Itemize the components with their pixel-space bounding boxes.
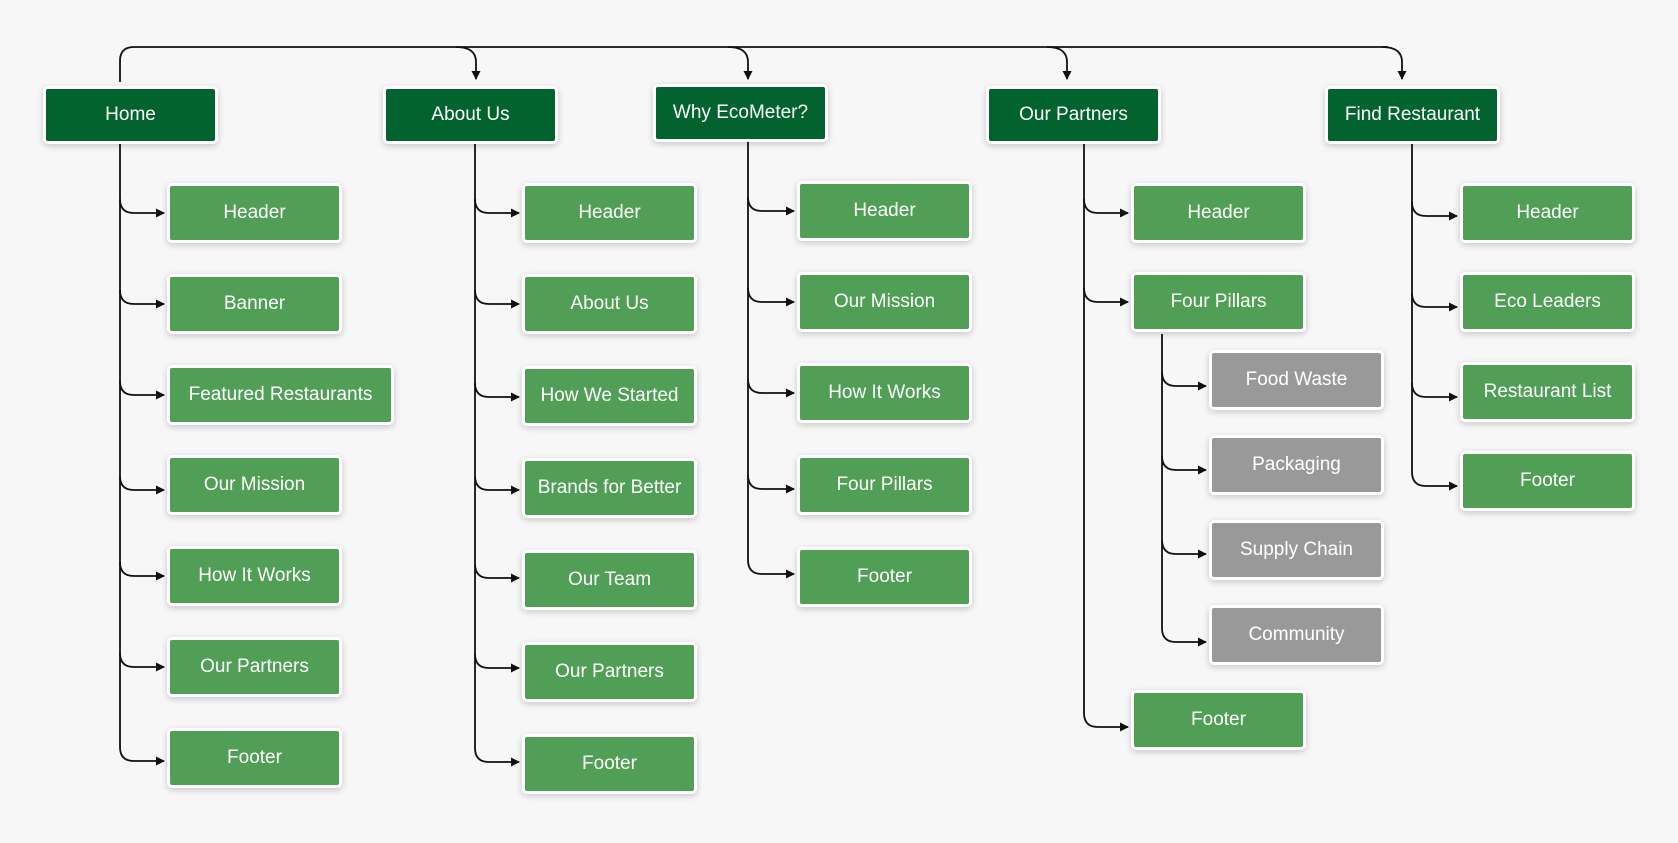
- why-branch-1: [747, 287, 795, 307]
- why-section-footer[interactable]: Footer: [797, 547, 972, 607]
- page-find-restaurant[interactable]: Find Restaurant: [1325, 86, 1500, 144]
- why-branch-0: [747, 196, 795, 216]
- pillar-food-waste[interactable]: Food Waste: [1209, 350, 1384, 410]
- top-drop-2: [1046, 46, 1072, 80]
- about-branch-3: [474, 475, 520, 495]
- why-section-header[interactable]: Header: [797, 181, 972, 241]
- about-branch-6: [474, 747, 520, 767]
- find-branch-3: [1411, 471, 1458, 491]
- find-branch-0: [1411, 201, 1458, 221]
- partners-section-header[interactable]: Header: [1131, 183, 1306, 243]
- find-section-footer[interactable]: Footer: [1460, 451, 1635, 511]
- home-section-header[interactable]: Header: [167, 183, 342, 243]
- page-about-us[interactable]: About Us: [383, 86, 558, 144]
- why-section-our-mission[interactable]: Our Mission: [797, 272, 972, 332]
- why-branch-4: [747, 559, 795, 579]
- find-branch-2: [1411, 382, 1458, 402]
- top-drop-1: [727, 46, 753, 80]
- pillar-supply-chain[interactable]: Supply Chain: [1209, 520, 1384, 580]
- page-our-partners[interactable]: Our Partners: [986, 86, 1161, 144]
- about-branch-1: [474, 289, 520, 309]
- about-section-header[interactable]: Header: [522, 183, 697, 243]
- home-branch-1: [119, 289, 165, 309]
- home-branch-0: [119, 198, 165, 218]
- home-branch-6: [119, 746, 165, 766]
- about-section-brands-for-better[interactable]: Brands for Better: [522, 458, 697, 518]
- pillar-community[interactable]: Community: [1209, 605, 1384, 665]
- find-section-header[interactable]: Header: [1460, 183, 1635, 243]
- page-why-ecometer[interactable]: Why EcoMeter?: [653, 84, 828, 142]
- find-branch-1: [1411, 292, 1458, 312]
- about-section-our-team[interactable]: Our Team: [522, 550, 697, 610]
- pillars-branch-2: [1161, 539, 1207, 559]
- about-section-our-partners[interactable]: Our Partners: [522, 642, 697, 702]
- home-section-banner[interactable]: Banner: [167, 274, 342, 334]
- partners-section-four-pillars[interactable]: Four Pillars: [1131, 272, 1306, 332]
- about-branch-4: [474, 563, 520, 583]
- partners-branch-0: [1083, 198, 1129, 218]
- home-section-featured-restaurants[interactable]: Featured Restaurants: [167, 365, 394, 425]
- home-section-how-it-works[interactable]: How It Works: [167, 546, 342, 606]
- home-branch-4: [119, 561, 165, 581]
- partners-branch-2: [1083, 712, 1129, 732]
- home-section-our-mission[interactable]: Our Mission: [167, 455, 342, 515]
- why-section-how-it-works[interactable]: How It Works: [797, 363, 972, 423]
- home-section-our-partners[interactable]: Our Partners: [167, 637, 342, 697]
- find-section-eco-leaders[interactable]: Eco Leaders: [1460, 272, 1635, 332]
- partners-section-footer[interactable]: Footer: [1131, 690, 1306, 750]
- top-drop-3: [1381, 46, 1407, 80]
- about-section-about-us[interactable]: About Us: [522, 274, 697, 334]
- top-drop-0: [455, 46, 481, 80]
- pillars-branch-0: [1161, 371, 1207, 391]
- home-branch-5: [119, 652, 165, 672]
- page-home[interactable]: Home: [43, 86, 218, 144]
- partners-branch-1: [1083, 287, 1129, 307]
- home-section-footer[interactable]: Footer: [167, 728, 342, 788]
- about-branch-2: [474, 382, 520, 402]
- about-section-footer[interactable]: Footer: [522, 734, 697, 794]
- find-section-restaurant-list[interactable]: Restaurant List: [1460, 362, 1635, 422]
- about-branch-5: [474, 653, 520, 673]
- home-branch-3: [119, 475, 165, 495]
- why-branch-2: [747, 378, 795, 398]
- about-section-how-we-started[interactable]: How We Started: [522, 366, 697, 426]
- pillars-branch-1: [1161, 455, 1207, 475]
- why-branch-3: [747, 474, 795, 494]
- home-branch-2: [119, 380, 165, 400]
- about-branch-0: [474, 198, 520, 218]
- pillars-branch-3: [1161, 627, 1207, 647]
- pillar-packaging[interactable]: Packaging: [1209, 435, 1384, 495]
- why-section-four-pillars[interactable]: Four Pillars: [797, 455, 972, 515]
- top-bus: [119, 46, 1388, 82]
